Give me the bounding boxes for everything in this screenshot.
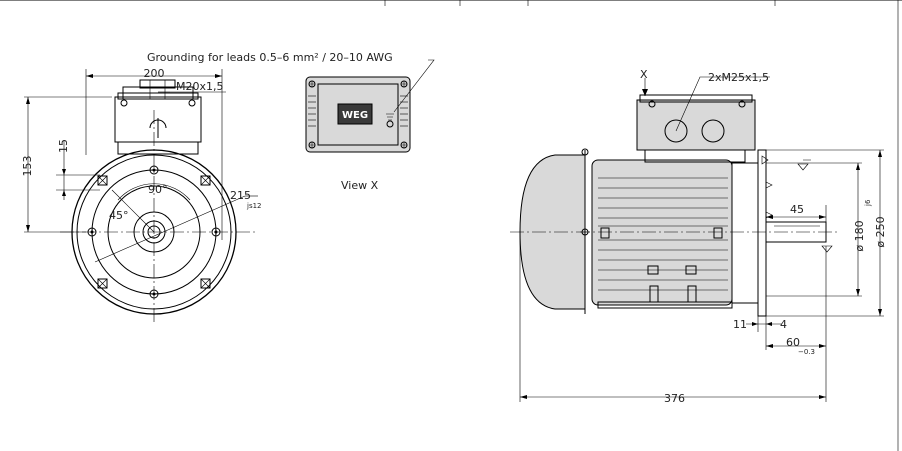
dim-11: 11 (733, 318, 747, 331)
dim-pcd-tolerance: js12 (246, 202, 262, 210)
dim-shaft-60: 60 (786, 336, 800, 349)
dim-4: 4 (780, 318, 787, 331)
view-x-terminal-box (305, 59, 435, 153)
dim-angle-45: 45° (109, 209, 129, 222)
dim-shaft-45: 45 (790, 203, 804, 216)
dim-cable-entry-right: 2xM25x1,5 (708, 71, 769, 84)
dim-frame-width: 200 (144, 67, 165, 80)
dim-overall-length: 376 (664, 392, 685, 405)
brand-logo: WEG (342, 110, 368, 121)
view-x-label: View X (341, 179, 379, 192)
dim-height-153: 153 (21, 156, 34, 177)
dim-flange-dia: ø 250 (874, 216, 887, 247)
dim-spigot-tolerance: j6 (864, 199, 872, 207)
dim-shaft-60-tolerance: −0.3 (798, 348, 815, 356)
front-view (24, 69, 258, 325)
dim-pcd: 215 (230, 189, 251, 202)
view-x-marker: X (640, 68, 648, 81)
side-view (510, 76, 884, 402)
dim-spigot-dia: ø 180 (853, 220, 866, 251)
dim-angle-90: 90° (148, 183, 168, 196)
grounding-note: Grounding for leads 0.5–6 mm² / 20–10 AW… (147, 51, 393, 64)
dim-cable-entry-left: M20x1,5 (176, 80, 224, 93)
dim-15: 15 (57, 139, 70, 153)
